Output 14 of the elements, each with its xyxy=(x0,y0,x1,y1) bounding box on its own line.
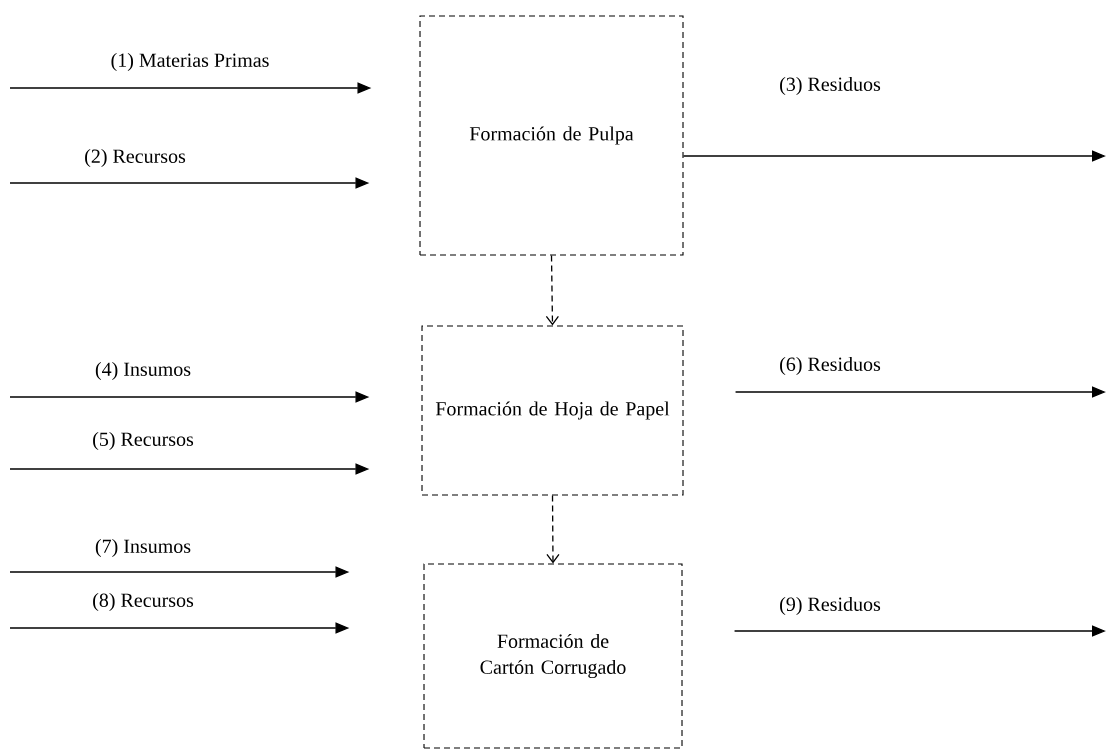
edge-label: (3) Residuos xyxy=(778,75,882,97)
edge-label: (1) Materias Primas xyxy=(109,51,271,73)
edge-label: (8) Recursos xyxy=(91,591,195,613)
arrow xyxy=(546,494,560,564)
process-box: Formación de Hoja de Papel xyxy=(421,325,684,496)
process-box: Formación de Pulpa xyxy=(419,15,684,256)
arrow xyxy=(545,254,560,326)
process-box: Formación de Cartón Corrugado xyxy=(423,563,683,749)
edge-label: (2) Recursos xyxy=(83,147,187,169)
edge-label: (4) Insumos xyxy=(93,360,193,382)
edge-label: (6) Residuos xyxy=(778,355,882,377)
edge-label: (5) Recursos xyxy=(91,430,195,452)
edge-label: (9) Residuos xyxy=(778,595,882,617)
edge-label: (7) Insumos xyxy=(93,537,193,559)
